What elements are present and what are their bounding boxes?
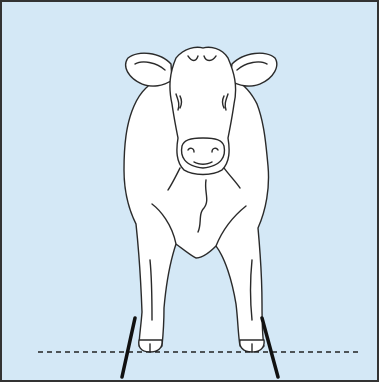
cow-head — [170, 47, 236, 174]
